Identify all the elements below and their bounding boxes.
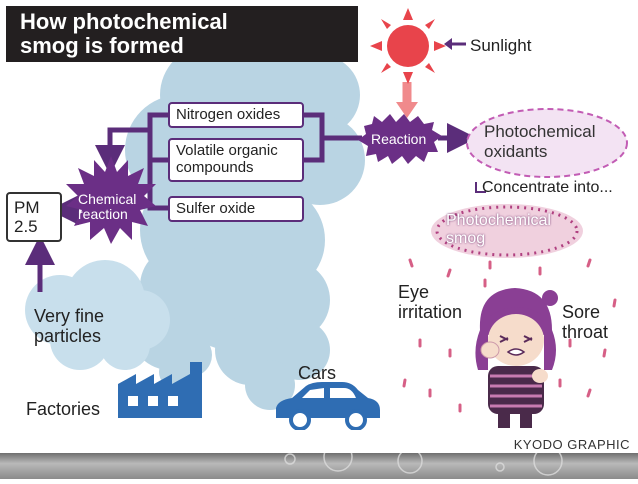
cars-label: Cars [298, 364, 336, 383]
sulfer-oxide-label: Sulfer oxide [176, 200, 255, 217]
voc-label-line-2: compounds [176, 159, 296, 176]
sulfer-oxide-box: Sulfer oxide [168, 196, 304, 222]
right-bracket [302, 115, 322, 160]
concentrate-label: Concentrate into... [482, 178, 613, 197]
bottom-band [0, 453, 638, 479]
particles-label-line-1: Very fine [34, 306, 104, 326]
nitrogen-oxides-label: Nitrogen oxides [176, 106, 280, 123]
sunlight-label: Sunlight [470, 36, 531, 55]
eye-label-line-2: irritation [398, 302, 462, 322]
sun-icon [370, 8, 446, 84]
chemical-reaction-label: Chemical reaction [78, 192, 136, 222]
factories-label: Factories [26, 400, 100, 419]
eye-irritation-label: Eye irritation [398, 282, 462, 322]
pm25-label-line-2: 2.5 [14, 217, 54, 236]
voc-label-line-1: Volatile organic [176, 142, 296, 159]
chemical-label-line-2: reaction [78, 207, 136, 222]
diagram-frame: How photochemical smog is formed [0, 0, 638, 436]
voc-box: Volatile organic compounds [168, 138, 304, 182]
chemical-label-line-1: Chemical [78, 192, 136, 207]
particles-label: Very fine particles [34, 306, 104, 346]
car-icon [272, 382, 382, 430]
bubble-decoration [0, 453, 638, 479]
reaction-label: Reaction [371, 130, 426, 149]
credit-label: KYODO GRAPHIC [514, 437, 630, 452]
smog-label-line-1: Photochemical [446, 212, 551, 230]
pm25-label-line-1: PM [14, 198, 54, 217]
particles-label-line-2: particles [34, 326, 104, 346]
oxidants-label: Photochemical oxidants [484, 122, 596, 162]
oxidants-label-line-2: oxidants [484, 142, 596, 162]
suffering-girl-icon [460, 280, 570, 430]
eye-label-line-1: Eye [398, 282, 462, 302]
factory-icon [118, 362, 208, 418]
nitrogen-oxides-box: Nitrogen oxides [168, 102, 304, 128]
oxidants-label-line-1: Photochemical [484, 122, 596, 142]
pm25-box: PM 2.5 [6, 192, 62, 242]
